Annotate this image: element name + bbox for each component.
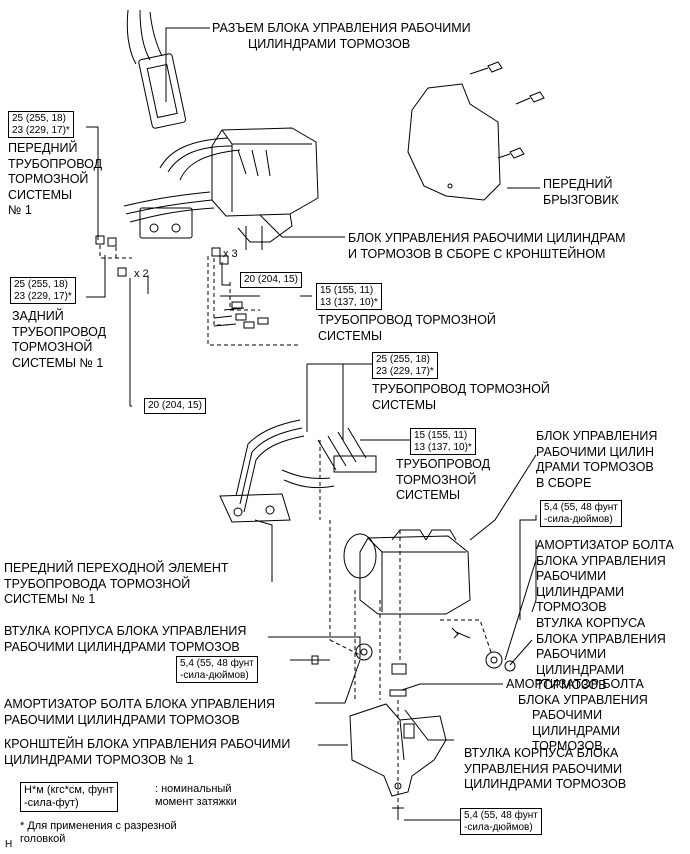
legend-unit-box: Н*м (кгс*см, фунт-сила-фут) [20, 782, 118, 812]
torque-box-t7: 15 (155, 11)13 (137, 10)* [410, 428, 476, 455]
label-damper-left: АМОРТИЗАТОР БОЛТА БЛОКА УПРАВЛЕНИЯ РАБОЧ… [4, 697, 276, 727]
label-bracket-no1: КРОНШТЕЙН БЛОКА УПРАВЛЕНИЯ РАБОЧИМИ ЦИЛИ… [4, 737, 291, 767]
label-actuator-assy: БЛОК УПРАВЛЕНИЯ РАБОЧИМИ ЦИЛИН ДРАМИ ТОР… [536, 429, 658, 490]
multiplier-x3: x 3 [223, 248, 238, 260]
label-damper-right: АМОРТИЗАТОР БОЛТА БЛОКА УПРАВЛЕНИЯ РАБОЧ… [536, 538, 674, 614]
legend-unit-description: : номинальный момент затяжки [155, 783, 237, 808]
lower-hardware [311, 627, 516, 820]
connector-harness [126, 9, 187, 129]
label-brake-pipe-c: ТРУБОПРОВОД ТОРМОЗНОЙ СИСТЕМЫ [396, 457, 491, 502]
label-front-adapter: ПЕРЕДНИЙ ПЕРЕХОДНОЙ ЭЛЕМЕНТ ТРУБОПРОВОДА… [4, 561, 229, 606]
leader-lines [86, 27, 540, 821]
label-brake-pipe-b: ТРУБОПРОВОД ТОРМОЗНОЙ СИСТЕМЫ [372, 382, 550, 412]
pipe-bundle-middle [219, 419, 377, 523]
corner-mark: H [5, 839, 13, 850]
legend-footnote: * Для применения с разрезной головкой [20, 820, 177, 845]
torque-box-t3: 20 (204, 15) [240, 272, 302, 288]
fittings-top [95, 235, 269, 329]
label-damper-right-2: АМОРТИЗАТОР БОЛТА БЛОКА УПРАВЛЕНИЯ РАБОЧ… [506, 677, 648, 753]
torque-box-t2: 25 (255, 18)23 (229, 17)* [10, 277, 76, 304]
torque-box-t1: 25 (255, 18)23 (229, 17)* [8, 111, 74, 138]
torque-box-t8: 5,4 (55, 48 фунт-сила-дюймов) [540, 500, 622, 527]
actuator-assy-shape [343, 529, 471, 615]
label-brake-pipe-a: ТРУБОПРОВОД ТОРМОЗНОЙ СИСТЕМЫ [318, 313, 496, 343]
mudguard-shape [407, 61, 545, 201]
bracket-no1-shape [349, 703, 447, 797]
label-rear-pipe-1: ЗАДНИЙ ТРУБОПРОВОД ТОРМОЗНОЙ СИСТЕМЫ № 1 [12, 309, 107, 370]
torque-box-t10: 5,4 (55, 48 фунт-сила-дюймов) [460, 808, 542, 835]
label-bushing-left: ВТУЛКА КОРПУСА БЛОКА УПРАВЛЕНИЯ РАБОЧИМИ… [4, 624, 247, 654]
torque-box-t6: 20 (204, 15) [144, 398, 206, 414]
torque-box-t4: 15 (155, 11)13 (137, 10)* [316, 283, 382, 310]
multiplier-x2: x 2 [134, 268, 149, 280]
label-bushing-bottom: ВТУЛКА КОРПУСА БЛОКА УПРАВЛЕНИЯ РАБОЧИМИ… [464, 746, 627, 791]
label-actuator-bracket-assy: БЛОК УПРАВЛЕНИЯ РАБОЧИМИ ЦИЛИНДРАМ И ТОР… [348, 231, 626, 261]
label-bushing-right: ВТУЛКА КОРПУСА БЛОКА УПРАВЛЕНИЯ РАБОЧИМИ… [536, 616, 666, 692]
label-mudguard: ПЕРЕДНИЙ БРЫЗГОВИК [543, 177, 619, 207]
torque-box-t9: 5,4 (55, 48 фунт-сила-дюймов) [176, 656, 258, 683]
label-connector: РАЗЪЕМ БЛОКА УПРАВЛЕНИЯ РАБОЧИМИ ЦИЛИНДР… [212, 21, 471, 51]
actuator-with-bracket-assy [123, 127, 319, 250]
torque-box-t5: 25 (255, 18)23 (229, 17)* [372, 352, 438, 379]
label-front-pipe-1: ПЕРЕДНИЙ ТРУБОПРОВОД ТОРМОЗНОЙ СИСТЕМЫ №… [8, 141, 103, 217]
